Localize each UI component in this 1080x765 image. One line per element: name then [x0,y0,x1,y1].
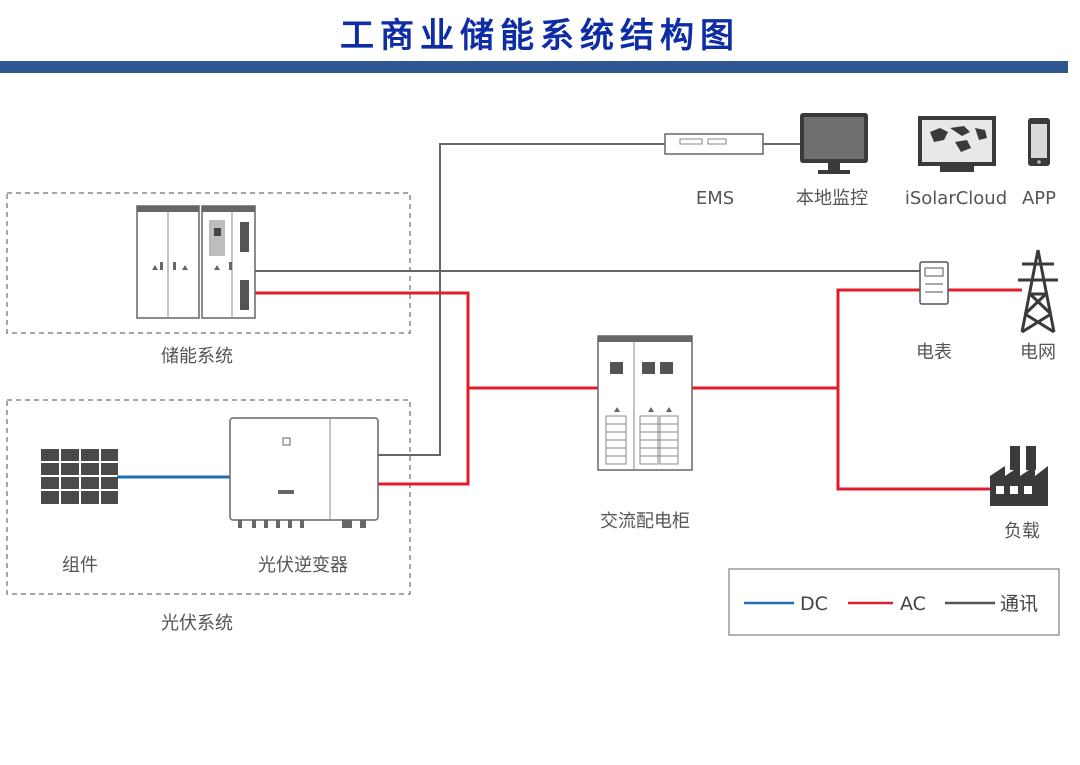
title-bar [0,61,1068,73]
ems-device-icon [664,133,764,155]
legend: DC AC 通讯 [728,568,1060,636]
meter-icon [919,261,949,305]
pv-module-icon [41,449,118,504]
grid-tower-icon [1018,249,1058,334]
ac-cabinet-label: 交流配电柜 [600,511,690,532]
pv-system-label: 光伏系统 [161,613,233,634]
ems-label: EMS [696,188,734,209]
app-label: APP [1022,188,1056,209]
legend-ac-label: AC [900,593,926,615]
ac-wires [255,288,1022,491]
monitor-icon [800,113,868,174]
meter-label: 电表 [916,342,952,363]
pv-inverter-label: 光伏逆变器 [258,555,348,576]
pv-inverter-icon [229,417,379,528]
legend-dc-label: DC [800,593,828,615]
storage-system-box [6,192,411,334]
factory-icon [990,446,1048,506]
isolarcloud-icon [918,116,996,172]
storage-cabinet-icon [136,205,256,319]
ac-cabinet-icon [597,335,693,471]
load-label: 负载 [1004,521,1040,542]
grid-label: 电网 [1020,342,1056,363]
local-monitor-label: 本地监控 [796,188,868,209]
storage-system-label: 储能系统 [161,346,233,367]
comm-wires [255,143,920,456]
isolarcloud-label: iSolarCloud [905,188,1007,209]
pv-module-label: 组件 [62,555,98,576]
page-title: 工商业储能系统结构图 [340,16,740,56]
legend-comm-label: 通讯 [1000,593,1038,615]
pv-system-box [6,399,411,595]
phone-icon [1028,118,1050,166]
